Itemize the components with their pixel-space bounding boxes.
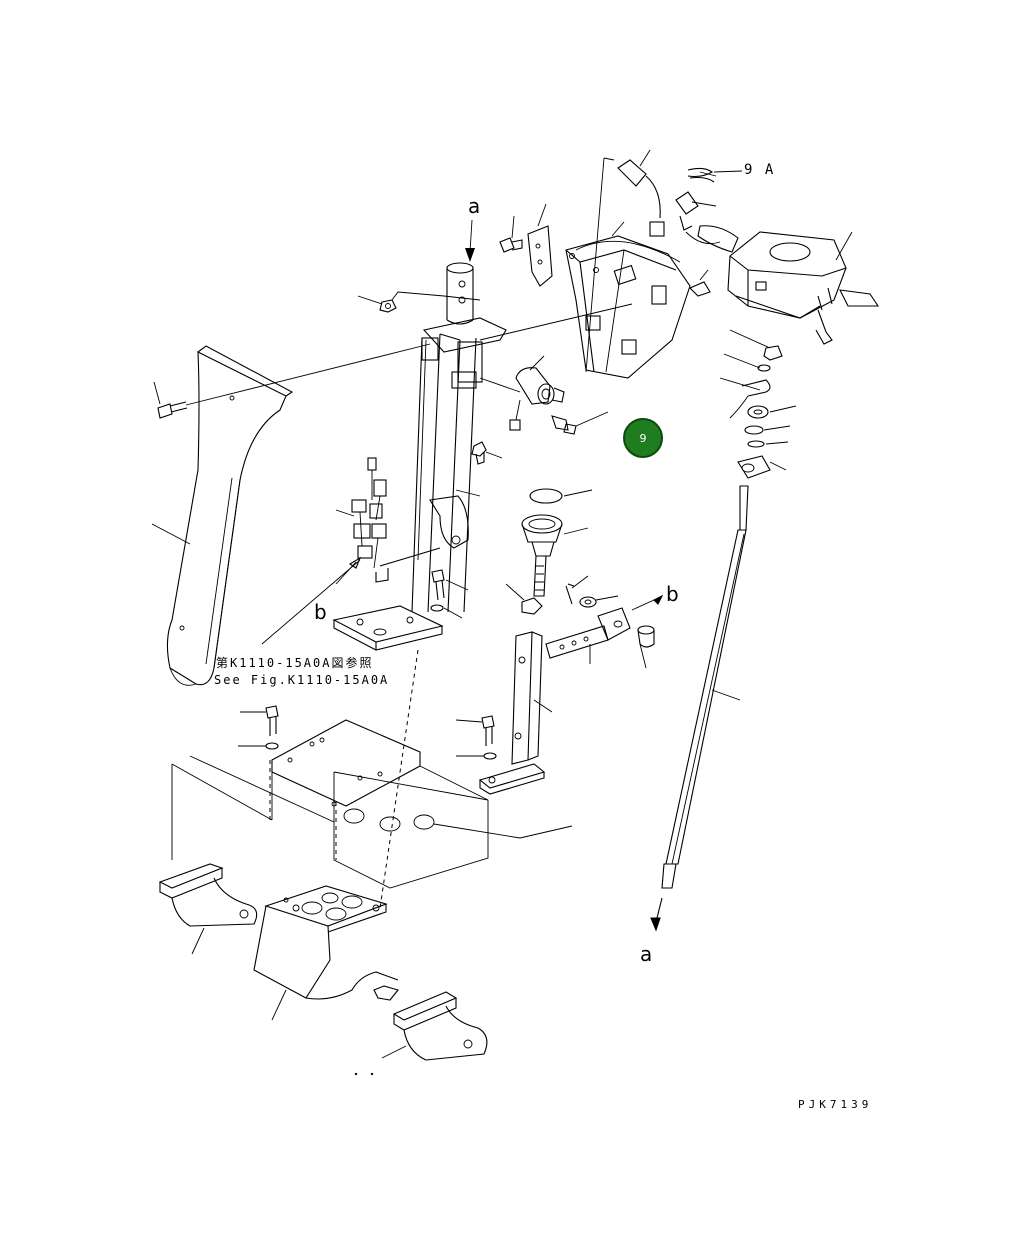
control-rod — [661, 485, 749, 889]
harness-top — [617, 149, 721, 245]
bushing — [637, 625, 655, 669]
bolt-left-cover — [153, 381, 188, 419]
bolt-short-post — [455, 715, 497, 760]
callout-a-top: a — [468, 194, 481, 218]
spring-9a — [687, 167, 743, 183]
callout-b-left: b — [314, 600, 327, 624]
bolt-housing-right — [689, 269, 711, 297]
upper-housing — [565, 235, 691, 379]
bracket-right — [381, 991, 488, 1061]
bolt-small — [471, 441, 503, 465]
knob-assembly — [505, 488, 593, 615]
item-marker-9[interactable]: 9 — [623, 418, 663, 458]
plate-bracket — [527, 203, 553, 287]
steering-column — [332, 262, 507, 651]
lever-box — [697, 225, 880, 345]
switch-unit — [479, 355, 565, 431]
pedal-housing — [253, 885, 399, 1021]
tapered-cover — [166, 345, 294, 686]
wiring-connectors — [335, 457, 387, 569]
floor-panel — [171, 719, 573, 889]
nut-upper-left — [357, 291, 481, 313]
drawing-code: PJK7139 — [798, 1098, 873, 1111]
lever-fasteners — [719, 329, 797, 479]
callout-a-bottom: a — [640, 942, 653, 966]
bracket-left — [158, 863, 258, 955]
item-marker-label: 9 — [639, 431, 647, 445]
part-9a-label: 9 A — [744, 162, 776, 178]
short-post — [478, 631, 553, 795]
bolt-floor — [238, 705, 279, 750]
bolt-switch — [551, 411, 609, 435]
bolt-upper — [499, 215, 523, 253]
bolt-column-base — [430, 569, 469, 619]
figure-reference-en: See Fig.K1110-15A0A — [214, 673, 390, 687]
pin-washer — [565, 575, 619, 608]
callout-b-right: b — [666, 582, 679, 606]
yoke-rod — [545, 594, 664, 664]
figure-reference-jp: 第K1110-15A0A図参照 — [216, 656, 374, 670]
